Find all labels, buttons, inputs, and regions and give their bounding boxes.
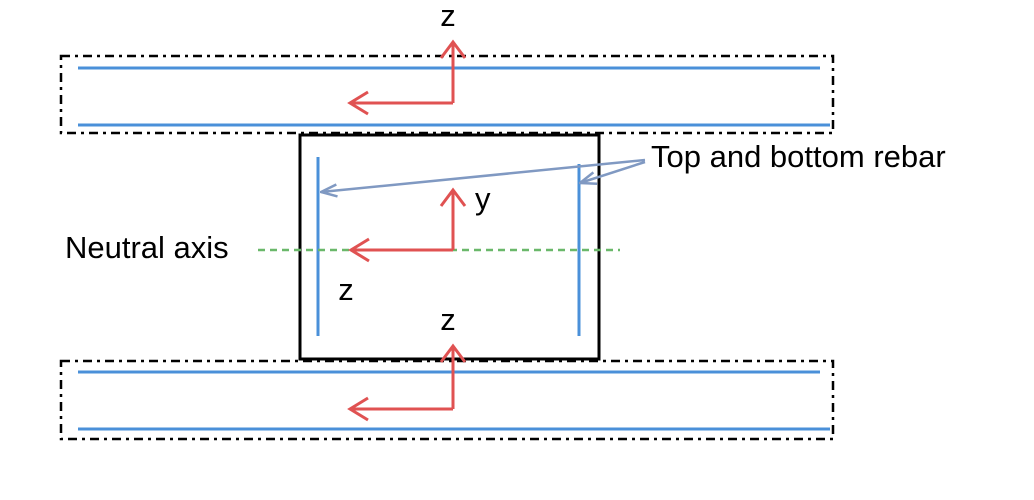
bottom-flange: [59, 359, 835, 441]
leader-line-left: [321, 158, 646, 192]
center-y-label: y: [475, 181, 491, 216]
bottom-z-arrow: [439, 343, 467, 409]
center-z-label: z: [338, 272, 354, 307]
top-z-arrow: [439, 39, 467, 103]
leader-line-right: [580, 160, 646, 183]
top-horizontal-arrow: [347, 90, 453, 116]
rebar-annotation-label: Top and bottom rebar: [651, 139, 946, 174]
neutral-axis-label: Neutral axis: [65, 230, 229, 265]
bottom-axis-arrows: [347, 343, 467, 422]
bottom-horizontal-arrow: [347, 396, 453, 422]
web-section: [298, 133, 601, 361]
top-z-label: z: [440, 0, 456, 33]
top-flange-outline: [59, 54, 835, 135]
center-axis-arrows: [348, 187, 467, 263]
center-z-arrow: [348, 237, 453, 263]
top-axis-arrows: [347, 39, 467, 116]
rebar-leader-lines: [321, 158, 646, 192]
bottom-z-label: z: [440, 302, 456, 337]
web-outline: [298, 133, 601, 361]
bottom-flange-outline: [59, 359, 835, 441]
top-flange: [59, 54, 835, 135]
center-y-arrow: [439, 187, 467, 250]
